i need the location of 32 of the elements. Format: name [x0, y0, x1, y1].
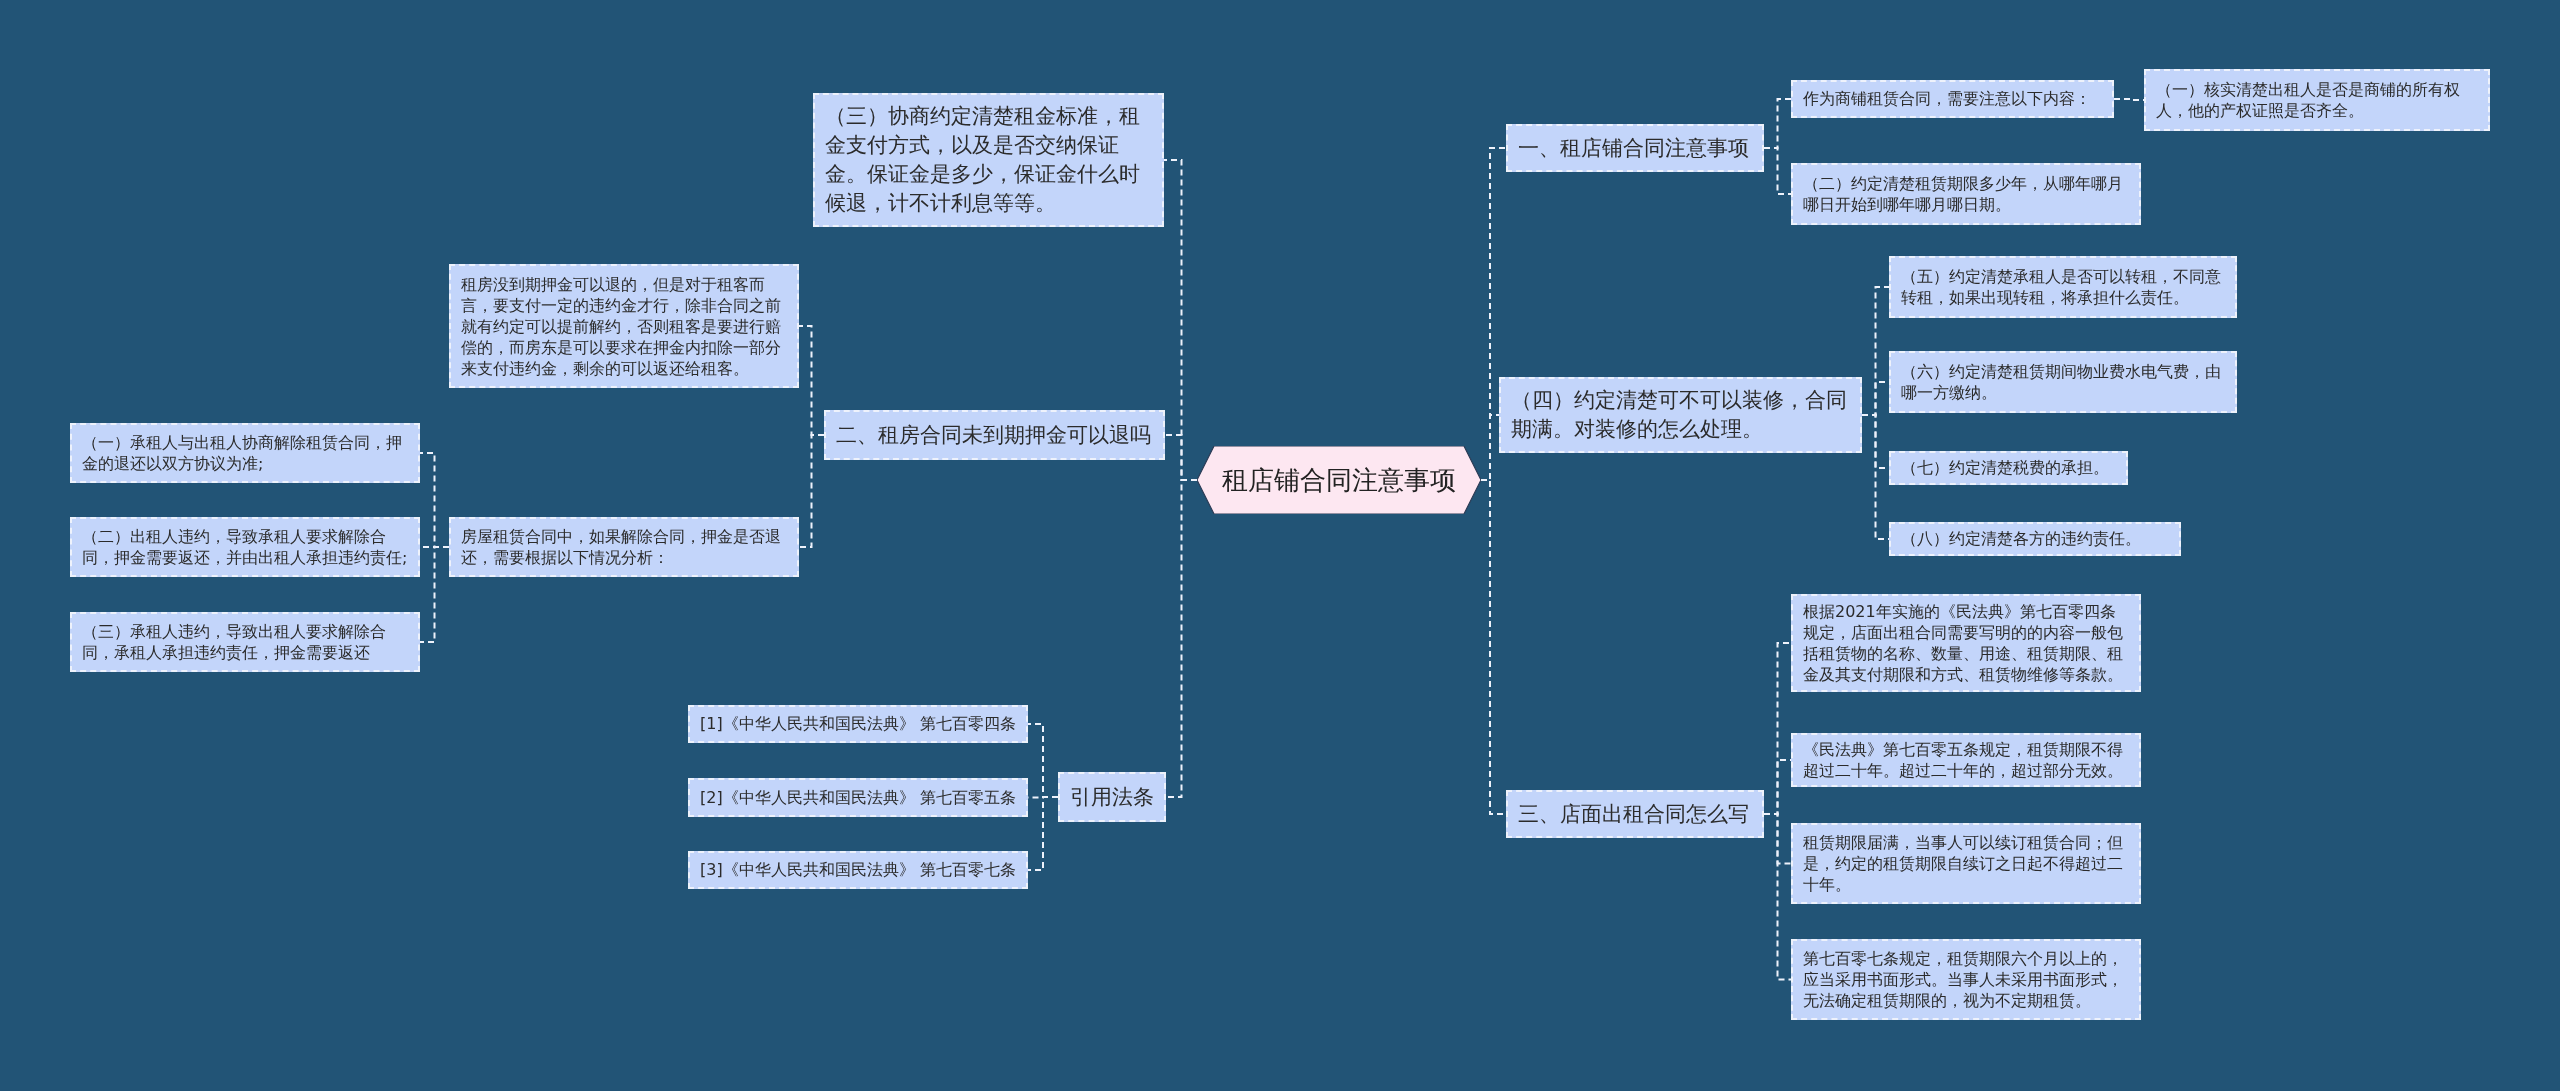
note-box: 《民法典》第七百零五条规定，租赁期限不得超过二十年。超过二十年的，超过部分无效。 — [1791, 733, 2141, 787]
topic-box: （四）约定清楚可不可以装修，合同期满。对装修的怎么处理。 — [1499, 377, 1862, 453]
note-box: （二）约定清楚租赁期限多少年，从哪年哪月哪日开始到哪年哪月哪日期。 — [1791, 163, 2141, 225]
connector — [1027, 796, 1059, 871]
note-box: （六）约定清楚租赁期间物业费水电气费，由哪一方缴纳。 — [1889, 351, 2237, 413]
connector — [419, 546, 450, 643]
note-box: 作为商铺租赁合同，需要注意以下内容： — [1791, 80, 2114, 118]
note-box: （八）约定清楚各方的违约责任。 — [1889, 522, 2181, 556]
note-box: [1]《中华人民共和国民法典》 第七百零四条 — [688, 705, 1028, 743]
note-box: [3]《中华人民共和国民法典》 第七百零七条 — [688, 851, 1028, 889]
topic-box: 引用法条 — [1058, 772, 1166, 822]
note-box: （二）出租人违约，导致承租人要求解除合同，押金需要返还，并由出租人承担违约责任; — [70, 517, 420, 577]
note-box: （七）约定清楚税费的承担。 — [1889, 451, 2128, 485]
note-box: （一）核实清楚出租人是否是商铺的所有权人，他的产权证照是否齐全。 — [2144, 69, 2490, 131]
note-box: （三）承租人违约，导致出租人要求解除合同，承租人承担违约责任，押金需要返还 — [70, 612, 420, 672]
topic-box: 三、店面出租合同怎么写 — [1506, 790, 1764, 838]
note-box: 房屋租赁合同中，如果解除合同，押金是否退还，需要根据以下情况分析： — [449, 517, 799, 577]
connector — [1165, 479, 1198, 798]
note-box: 根据2021年实施的《民法典》第七百零四条规定，店面出租合同需要写明的的内容一般包括租赁物的名称、数量、用途、租赁期限、租金及其支付期限和方式、租赁物维修等条款。 — [1791, 594, 2141, 692]
connector — [1763, 813, 1792, 981]
central-topic-hexagon: 租店铺合同注意事项 — [1197, 446, 1481, 514]
note-box: [2]《中华人民共和国民法典》 第七百零五条 — [688, 778, 1028, 817]
note-box: （一）承租人与出租人协商解除租赁合同，押金的退还以双方协议为准; — [70, 423, 420, 483]
connector — [1763, 147, 1792, 195]
note-box: 第七百零七条规定，租赁期限六个月以上的，应当采用书面形式。当事人未采用书面形式，无法确定租赁期限的，视为不定期租赁。 — [1791, 939, 2141, 1020]
note-box: 租房没到期押金可以退的，但是对于租客而言，要支付一定的违约金才行，除非合同之前就有约定可以提前解约，否则租客是要进行赔偿的，而房东是可以要求在押金内扣除一部分来支付违约金，剩余的可以返还给租客。 — [449, 264, 799, 388]
note-box: 租赁期限届满，当事人可以续订租赁合同；但是，约定的租赁期限自续订之日起不得超过二十年。 — [1791, 823, 2141, 904]
topic-box: （三）协商约定清楚租金标准，租金支付方式，以及是否交纳保证金。保证金是多少，保证金什么时候退，计不计利息等等。 — [813, 93, 1164, 227]
connector — [798, 434, 825, 548]
topic-box: 一、租店铺合同注意事项 — [1506, 124, 1764, 172]
topic-box: 二、租房合同未到期押金可以退吗 — [824, 410, 1165, 460]
note-box: （五）约定清楚承租人是否可以转租，不同意转租，如果出现转租，将承担什么责任。 — [1889, 256, 2237, 318]
